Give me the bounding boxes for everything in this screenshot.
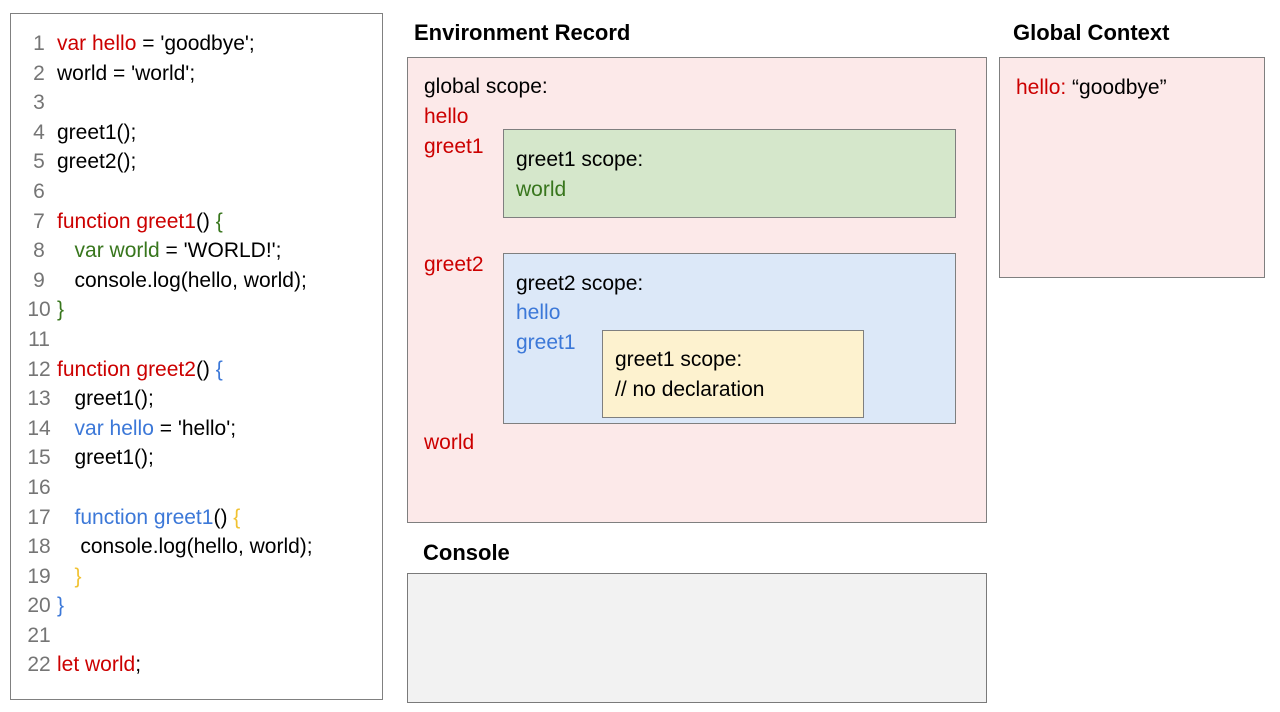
code-line: 4 greet1(); bbox=[11, 118, 382, 148]
code-line-text: } bbox=[57, 564, 82, 588]
code-line: 14 var hello = 'hello'; bbox=[11, 414, 382, 444]
line-number: 5 bbox=[33, 150, 45, 174]
code-line-text: let world; bbox=[57, 653, 142, 677]
line-number: 1 bbox=[33, 32, 45, 55]
code-line: 2 world = 'world'; bbox=[11, 59, 382, 89]
code-line: 19 } bbox=[11, 562, 382, 592]
global-context-title: Global Context bbox=[1013, 20, 1170, 45]
code-panel: 1 var hello = 'goodbye'; 2 world = 'world';… bbox=[10, 13, 383, 700]
line-number: 17 bbox=[27, 505, 51, 529]
line-number: 2 bbox=[33, 61, 45, 85]
line-number: 15 bbox=[27, 446, 51, 470]
global-context-entry: hello: “goodbye” bbox=[1016, 75, 1167, 101]
line-number: 21 bbox=[27, 623, 51, 647]
code-line-text: var hello = 'hello'; bbox=[74, 416, 237, 440]
code-line-text: greet2(); bbox=[57, 150, 137, 174]
greet2-scope-var-hello: hello bbox=[516, 301, 561, 324]
code-line-text: console.log(hello, world); bbox=[57, 535, 313, 559]
console-title: Console bbox=[423, 540, 510, 565]
code-line-text: console.log(hello, world); bbox=[57, 268, 307, 292]
inner-greet1-scope-box: greet1 scope: // no declaration bbox=[602, 330, 864, 418]
inner-greet1-scope-label: greet1 scope: bbox=[615, 348, 743, 371]
global-scope-label: global scope: bbox=[424, 75, 548, 98]
code-line: 9 console.log(hello, world); bbox=[11, 266, 382, 296]
global-var-world: world bbox=[424, 431, 475, 454]
code-line-text: } bbox=[57, 298, 65, 322]
global-context-box: hello: “goodbye” bbox=[999, 57, 1265, 278]
line-number: 22 bbox=[27, 653, 51, 677]
line-number: 8 bbox=[33, 239, 45, 263]
line-number: 12 bbox=[27, 357, 51, 381]
code-line-text: function greet2() { bbox=[57, 357, 223, 381]
code-line: 16 bbox=[11, 473, 382, 503]
line-number: 4 bbox=[33, 120, 45, 144]
greet2-scope-label: greet2 scope: bbox=[516, 272, 644, 295]
line-number: 6 bbox=[33, 179, 45, 203]
global-var-hello: hello bbox=[424, 105, 469, 128]
code-line-text: world = 'world'; bbox=[57, 61, 196, 85]
console-output-box bbox=[407, 573, 987, 703]
global-var-greet1: greet1 bbox=[424, 135, 484, 158]
code-line: 3 bbox=[11, 88, 382, 118]
greet2-scope-box: greet2 scope: hello greet1 greet1 scope:… bbox=[503, 253, 956, 424]
code-line-text: greet1(); bbox=[57, 387, 154, 411]
global-context-entry-value: “goodbye” bbox=[1072, 76, 1167, 99]
environment-record-title: Environment Record bbox=[414, 20, 631, 45]
code-line-text: } bbox=[57, 594, 65, 618]
line-number: 9 bbox=[33, 268, 45, 292]
code-line: 17 function greet1() { bbox=[11, 503, 382, 533]
code-line-text: var world = 'WORLD!'; bbox=[74, 239, 282, 263]
code-line-text: function greet1() { bbox=[57, 209, 223, 233]
code-line: 6 bbox=[11, 177, 382, 207]
line-number: 20 bbox=[27, 594, 51, 618]
code-line: 21 bbox=[11, 621, 382, 651]
line-number: 13 bbox=[27, 387, 51, 411]
code-lines: 1 var hello = 'goodbye'; 2 world = 'world';… bbox=[11, 29, 382, 680]
global-var-greet2: greet2 bbox=[424, 253, 484, 276]
code-line: 10} bbox=[11, 295, 382, 325]
line-number: 18 bbox=[27, 535, 51, 559]
inner-greet1-scope-comment: // no declaration bbox=[615, 378, 765, 401]
greet1-scope-box: greet1 scope: world bbox=[503, 129, 956, 218]
line-number: 10 bbox=[27, 298, 51, 322]
code-line: 7 function greet1() { bbox=[11, 207, 382, 237]
code-line: 18 console.log(hello, world); bbox=[11, 532, 382, 562]
code-line-text: function greet1() { bbox=[74, 505, 241, 529]
line-number: 11 bbox=[28, 327, 50, 351]
code-line: 5 greet2(); bbox=[11, 147, 382, 177]
code-line: 15 greet1(); bbox=[11, 443, 382, 473]
greet1-scope-label: greet1 scope: bbox=[516, 148, 644, 171]
global-context-entry-key: hello: bbox=[1016, 76, 1067, 99]
line-number: 7 bbox=[33, 209, 45, 233]
line-number: 16 bbox=[27, 475, 51, 499]
line-number: 14 bbox=[27, 416, 51, 440]
line-number: 19 bbox=[27, 564, 51, 588]
code-line-text: greet1(); bbox=[57, 446, 154, 470]
greet2-scope-var-greet1: greet1 bbox=[516, 331, 576, 354]
greet1-scope-var-world: world bbox=[516, 178, 567, 201]
code-line: 13 greet1(); bbox=[11, 384, 382, 414]
code-line: 1 var hello = 'goodbye'; bbox=[11, 29, 382, 59]
code-line: 8 var world = 'WORLD!'; bbox=[11, 236, 382, 266]
code-line-text: greet1(); bbox=[57, 120, 137, 144]
global-scope-box: global scope: hello greet1 greet2 world … bbox=[407, 57, 987, 523]
code-line: 11 bbox=[11, 325, 382, 355]
code-line-text: var hello = 'goodbye'; bbox=[57, 32, 255, 55]
code-line: 20} bbox=[11, 591, 382, 621]
line-number: 3 bbox=[33, 91, 45, 115]
